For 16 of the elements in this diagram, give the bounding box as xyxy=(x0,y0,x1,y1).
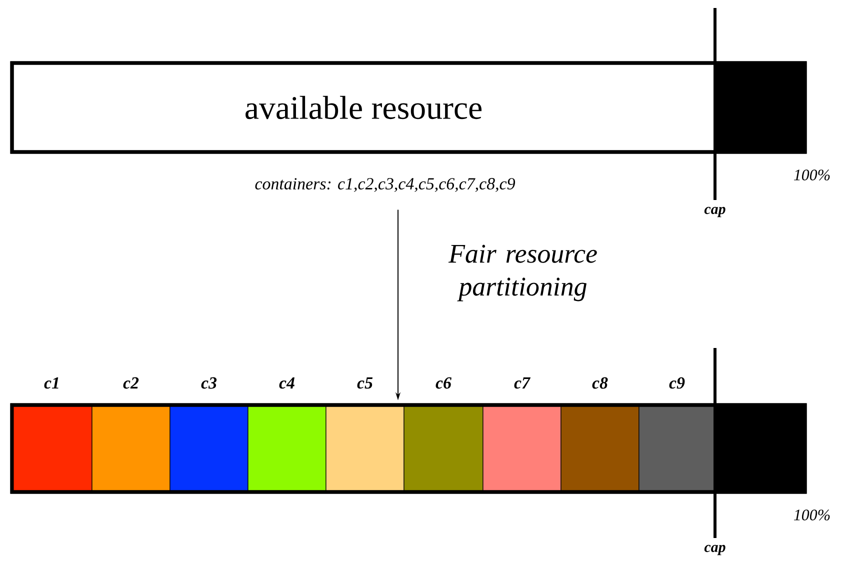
edge-label: Fair resource partitioning xyxy=(448,244,597,302)
segment-label: c5 xyxy=(357,377,373,389)
cap-label: cap xyxy=(704,206,726,218)
segment-label: c6 xyxy=(436,377,452,389)
segment-label: c1 xyxy=(44,377,58,389)
percent-label: 100% xyxy=(794,170,830,180)
percent-label: 100% xyxy=(794,510,830,520)
segment-label: c4 xyxy=(279,377,294,389)
container-list: containers: c1,c2,c3,c4,c5,c6,c7,c8,c9 xyxy=(255,178,516,192)
bar-label: available resource xyxy=(246,96,482,120)
segment-label: c3 xyxy=(201,377,217,389)
segment-label: c8 xyxy=(592,377,608,389)
segment-label: c9 xyxy=(669,377,685,389)
segment-label: c7 xyxy=(514,377,531,389)
segment-label: c2 xyxy=(123,377,139,389)
cap-label: cap xyxy=(704,544,726,556)
